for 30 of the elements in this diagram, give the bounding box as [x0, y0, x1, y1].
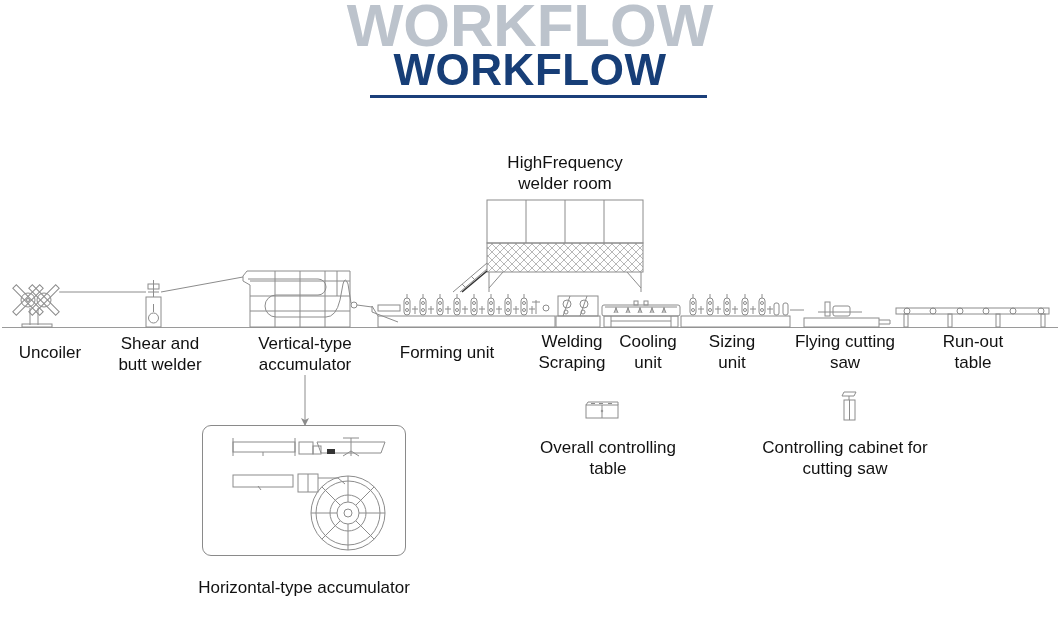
- forming-unit-drawing: [371, 293, 556, 328]
- sizing-unit-drawing: [680, 293, 791, 328]
- cooling-unit-drawing: [601, 300, 681, 328]
- shear-welder-drawing: [145, 279, 162, 328]
- part-label: Uncoiler: [18, 342, 82, 363]
- title: WORKFLOW: [393, 52, 667, 88]
- strip-line: [58, 291, 147, 293]
- part-label: Controlling cabinet for cutting saw: [761, 437, 929, 479]
- part-label: Sizing unit: [707, 331, 757, 373]
- flying-saw-drawing: [803, 301, 891, 328]
- part-label: Overall controlling table: [538, 437, 678, 479]
- part-label: HighFrequency welder room: [506, 152, 624, 194]
- part-label: Welding Scraping: [537, 331, 607, 373]
- part-label: Cooling unit: [618, 331, 678, 373]
- part-label: Forming unit: [399, 342, 495, 363]
- arrow: [301, 374, 309, 426]
- part-label: Run-out table: [941, 331, 1005, 373]
- background-title: WORKFLOW: [346, 2, 714, 50]
- strip-line: [160, 276, 244, 293]
- run-out-table-drawing: [895, 307, 1050, 328]
- vertical-accumulator-drawing: [242, 270, 358, 328]
- part-label: Vertical-type accumulator: [253, 333, 357, 375]
- uncoiler-drawing: [12, 284, 60, 328]
- part-label: Flying cutting saw: [793, 331, 897, 373]
- strip-line: [356, 304, 373, 308]
- part-label: Shear and butt welder: [117, 333, 203, 375]
- welding-scraping-drawing: [555, 295, 601, 328]
- strip-line: [789, 309, 805, 311]
- welder-room-drawing: [452, 199, 644, 293]
- part-label: Horizontal-type accumulator: [198, 577, 410, 598]
